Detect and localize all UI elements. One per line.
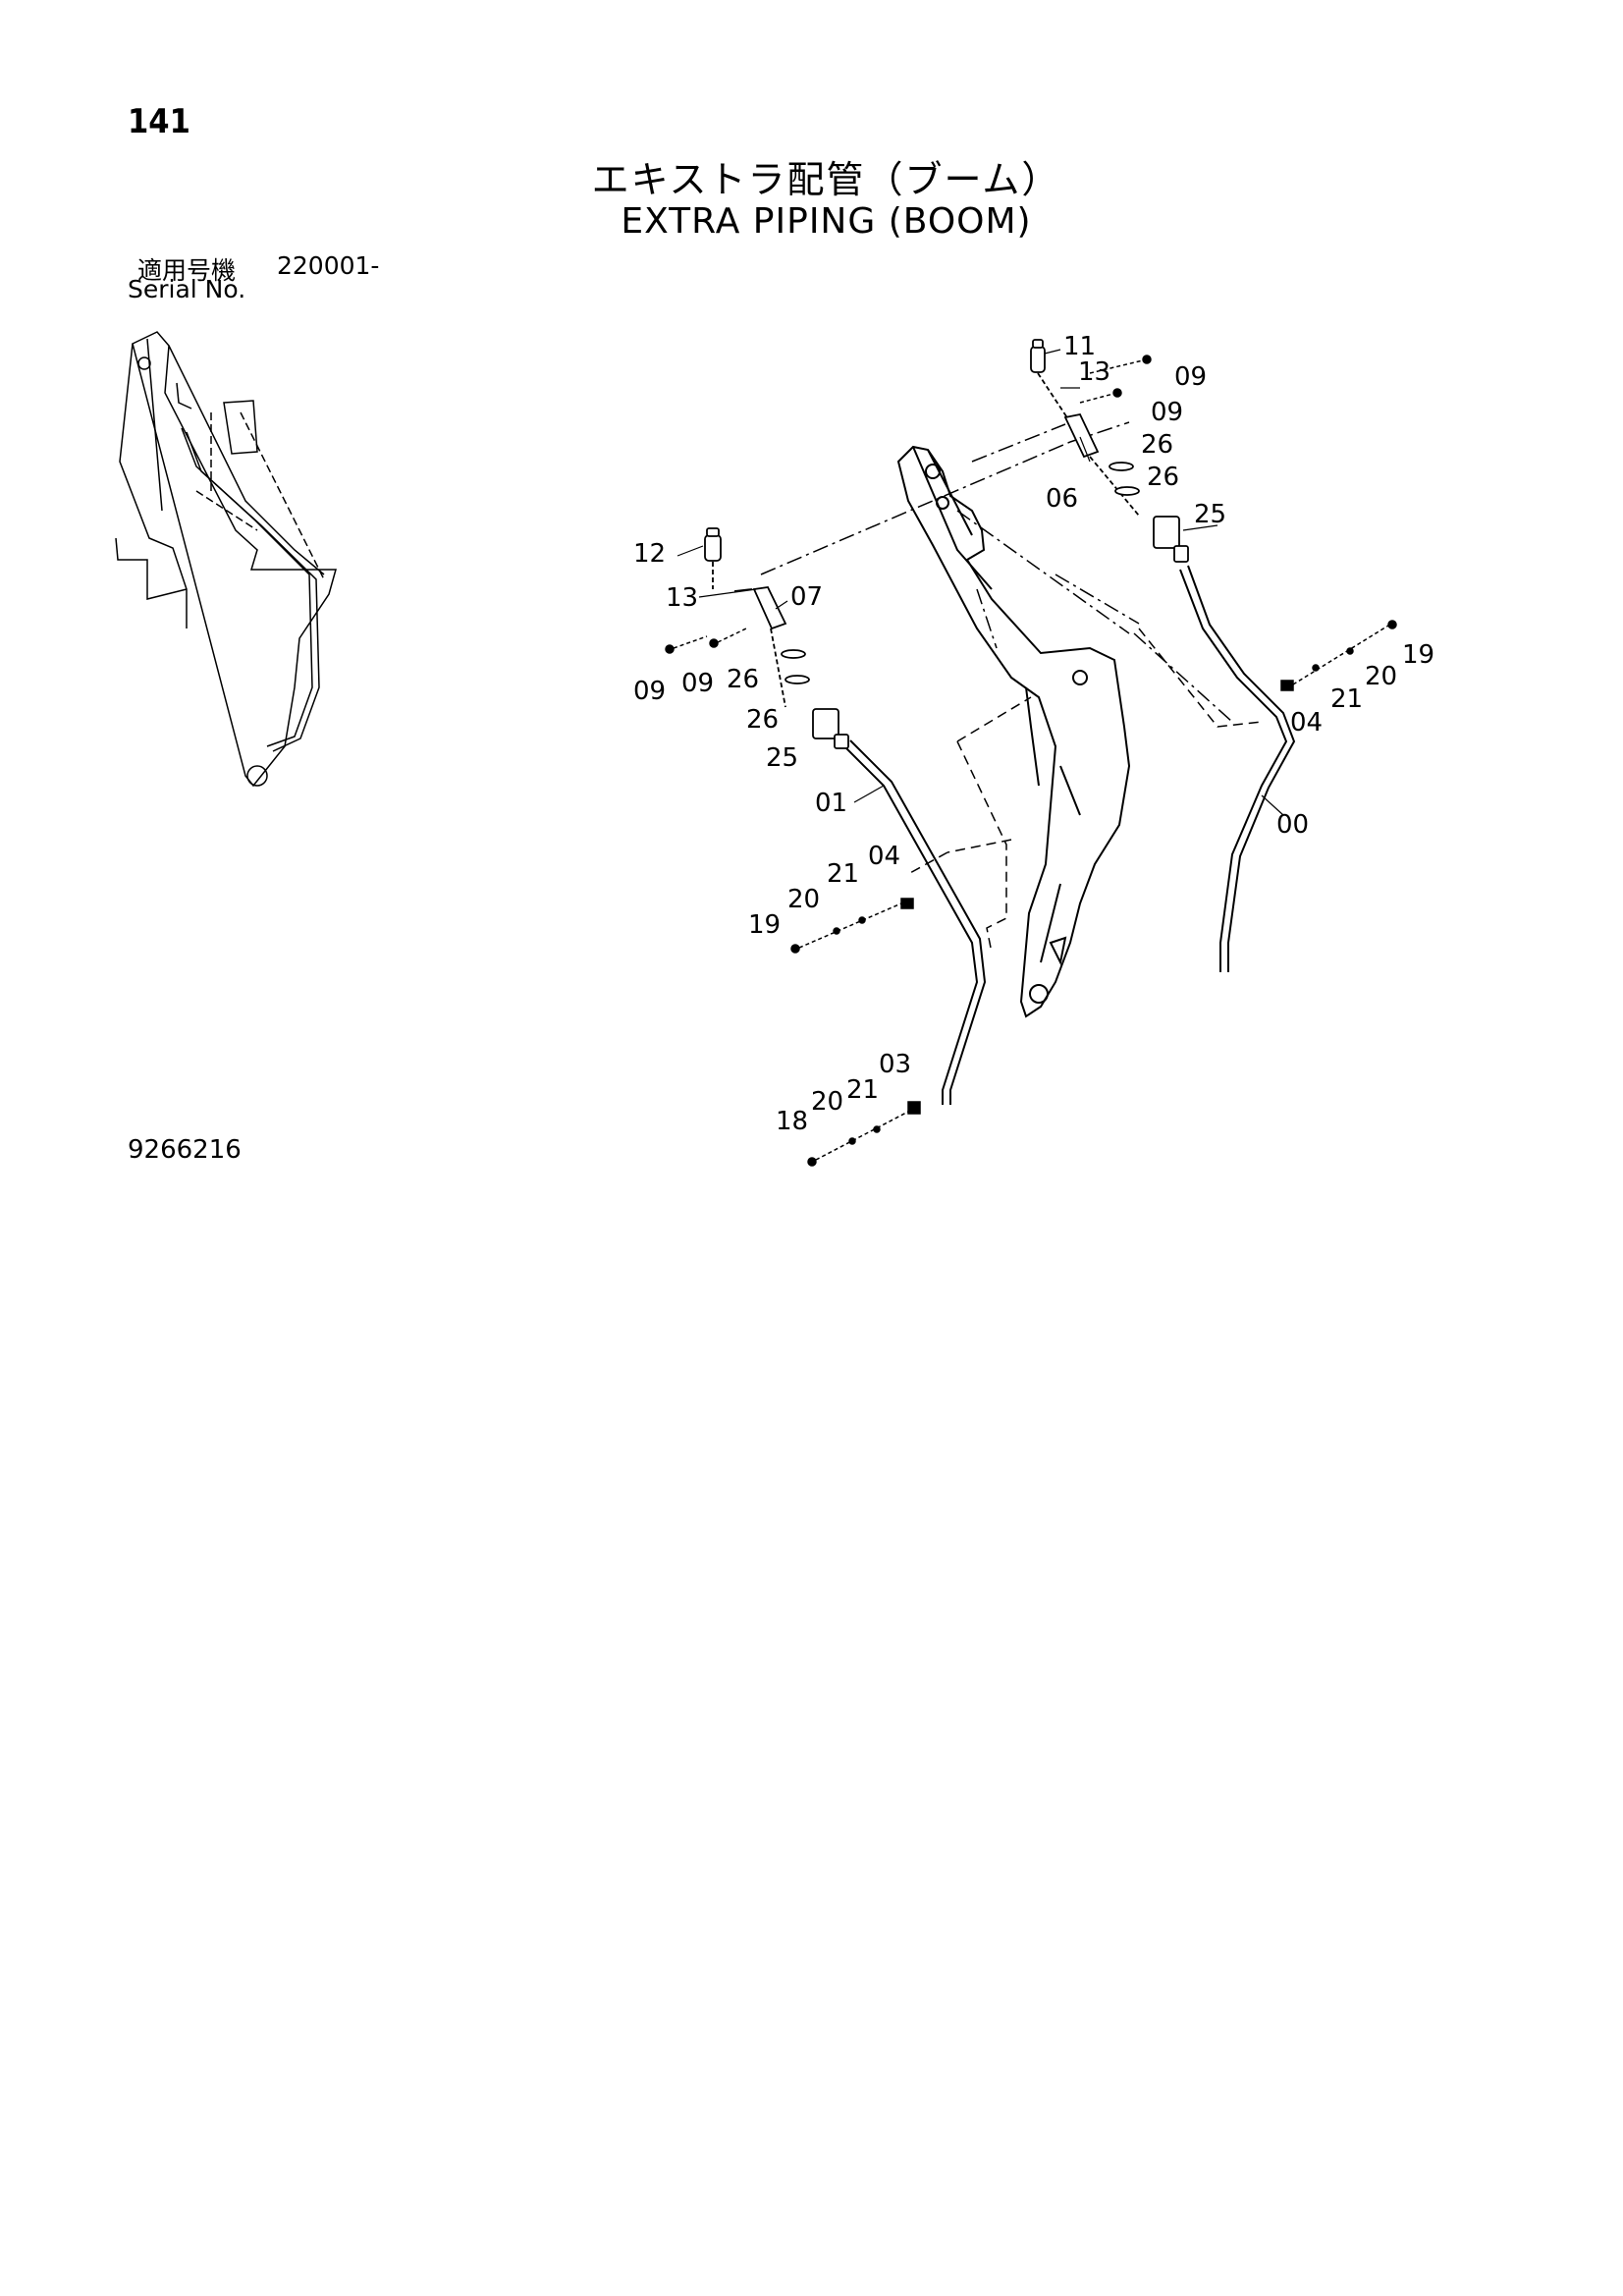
callout-03: 03 — [879, 1050, 911, 1079]
boom-structure — [896, 445, 1131, 1018]
callout-20: 20 — [1365, 662, 1397, 691]
bolt-washer-groups — [665, 355, 1397, 1167]
callout-18: 18 — [776, 1107, 808, 1136]
callout-06: 06 — [1046, 484, 1078, 514]
page-title-english: EXTRA PIPING (BOOM) — [621, 201, 1032, 242]
callout-26: 26 — [746, 705, 779, 735]
callout-13: 13 — [1078, 357, 1110, 387]
callout-09: 09 — [633, 677, 666, 706]
callout-00: 00 — [1276, 810, 1309, 840]
page-number: 141 — [128, 102, 190, 141]
callout-26: 26 — [1141, 430, 1173, 460]
callout-13: 13 — [666, 583, 698, 613]
callout-21: 21 — [1330, 684, 1363, 714]
boom-overview-thumbnail — [115, 331, 337, 788]
callout-09: 09 — [1151, 398, 1183, 427]
left-fitting-stack — [704, 527, 849, 749]
callout-01: 01 — [815, 789, 847, 818]
centre-lines — [760, 421, 1233, 723]
callout-19: 19 — [748, 910, 781, 940]
callout-26: 26 — [1147, 463, 1179, 492]
callout-labels: 11 13 09 09 26 26 06 25 19 20 21 04 00 1… — [633, 332, 1434, 1136]
figure-number: 9266216 — [128, 1135, 242, 1165]
callout-04: 04 — [868, 842, 900, 871]
right-fitting-stack — [1030, 339, 1189, 563]
callout-25: 25 — [766, 743, 798, 773]
callout-20: 20 — [787, 885, 820, 914]
pipe-01 — [841, 739, 987, 1105]
callout-26: 26 — [727, 665, 759, 694]
callout-04: 04 — [1290, 708, 1323, 738]
serial-number-range: 220001- — [277, 251, 380, 280]
callout-21: 21 — [827, 859, 859, 889]
page-title-japanese: エキストラ配管（ブーム） — [591, 158, 1061, 201]
callout-09: 09 — [681, 669, 714, 698]
serial-label-english: Serial No. — [128, 275, 246, 303]
pipe-00 — [1179, 565, 1296, 972]
callout-09: 09 — [1174, 362, 1207, 392]
callout-25: 25 — [1194, 500, 1226, 529]
callout-21: 21 — [846, 1075, 879, 1105]
leader-lines — [676, 349, 1284, 816]
serial-label-japanese: 適用号機 — [137, 256, 237, 285]
callout-07: 07 — [790, 582, 823, 612]
callout-11: 11 — [1063, 332, 1096, 361]
callout-20: 20 — [811, 1087, 843, 1117]
callout-12: 12 — [633, 539, 666, 569]
callout-19: 19 — [1402, 640, 1434, 670]
